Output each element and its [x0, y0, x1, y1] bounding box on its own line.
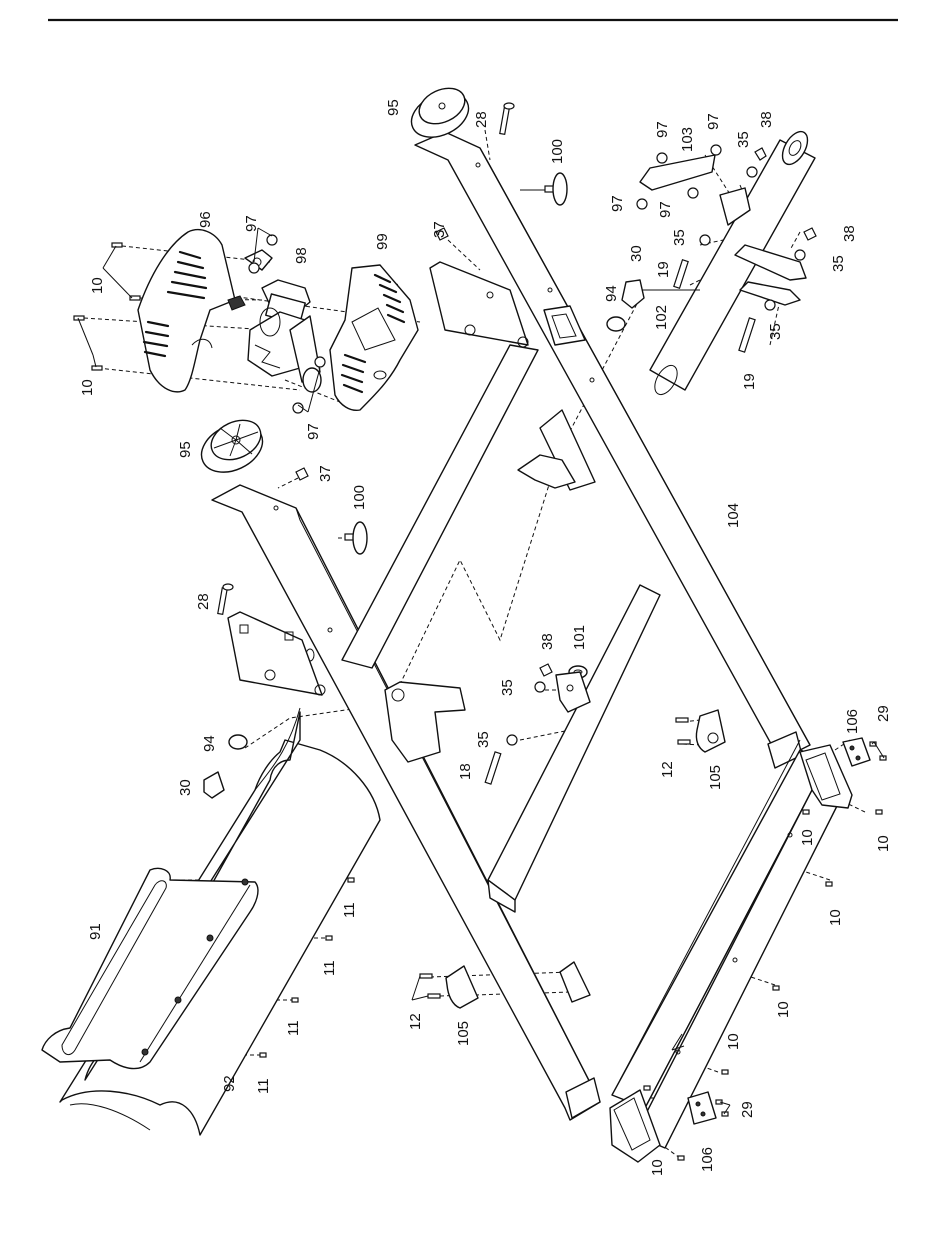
callout-91: 91 — [87, 923, 104, 940]
callout-35-b: 35 — [671, 229, 688, 246]
callout-19-b: 19 — [741, 373, 758, 390]
callout-102: 102 — [653, 305, 670, 330]
callout-10-frame-c: 10 — [827, 909, 844, 926]
callout-95-lower: 95 — [177, 441, 194, 458]
callout-97-c: 97 — [609, 195, 626, 212]
callout-100-lower: 100 — [351, 485, 368, 510]
leveling-foot-upper — [520, 173, 567, 205]
callout-12-lower: 12 — [407, 1013, 424, 1030]
callout-106-lower: 106 — [699, 1147, 716, 1172]
callout-10-frame-f: 10 — [649, 1159, 666, 1176]
callout-35-f: 35 — [475, 731, 492, 748]
callout-97-a: 97 — [654, 121, 671, 138]
callout-98: 98 — [293, 247, 310, 264]
callout-100-upper: 100 — [549, 139, 566, 164]
callout-103: 103 — [679, 127, 696, 152]
callout-96: 96 — [197, 211, 214, 228]
callout-35-a: 35 — [735, 131, 752, 148]
callout-94-lower: 94 — [201, 735, 218, 752]
callout-97-d: 97 — [657, 201, 674, 218]
callout-10-hood-b: 10 — [79, 379, 96, 396]
callout-28-upper: 28 — [473, 111, 490, 128]
callout-29-upper: 29 — [875, 705, 892, 722]
callout-10-frame-d: 10 — [775, 1001, 792, 1018]
end-cap-106-upper — [843, 738, 870, 766]
callout-94-upper: 94 — [603, 285, 620, 302]
callout-35-d: 35 — [767, 323, 784, 340]
callout-97-f: 97 — [305, 423, 322, 440]
motor-hood-96 — [138, 230, 235, 392]
callout-35-c: 35 — [830, 255, 847, 272]
callout-10-frame-b: 10 — [875, 835, 892, 852]
callout-38-b: 38 — [841, 225, 858, 242]
callout-10-frame-a: 10 — [799, 829, 816, 846]
callout-11-d: 11 — [255, 1078, 272, 1094]
callout-30-upper: 30 — [628, 245, 645, 262]
callout-11-c: 11 — [285, 1020, 302, 1036]
callout-95-upper: 95 — [385, 99, 402, 116]
callout-104: 104 — [725, 503, 742, 528]
bracket-105-upper — [696, 710, 725, 752]
callout-18: 18 — [457, 763, 474, 780]
callout-11-a: 11 — [341, 902, 358, 918]
callout-12-upper: 12 — [659, 761, 676, 778]
callout-11-b: 11 — [321, 960, 338, 976]
callout-105-lower: 105 — [455, 1021, 472, 1046]
callout-35-e: 35 — [499, 679, 516, 696]
callout-19-a: 19 — [655, 261, 672, 278]
callout-106-upper: 106 — [844, 709, 861, 734]
callout-37-lower: 37 — [317, 465, 334, 482]
callout-101: 101 — [571, 625, 588, 650]
callout-28-lower: 28 — [195, 593, 212, 610]
rear-wheel-lower — [194, 413, 271, 482]
motor-base-99 — [330, 265, 418, 410]
callout-92: 92 — [221, 1075, 238, 1092]
callout-10-hood-a: 10 — [89, 277, 106, 294]
callout-99: 99 — [374, 233, 391, 250]
callout-97-e: 97 — [243, 215, 260, 232]
rear-base-frame — [610, 740, 852, 1162]
callout-29-lower: 29 — [739, 1101, 756, 1118]
callout-10-frame-e: 10 — [725, 1033, 742, 1050]
callout-30-lower: 30 — [177, 779, 194, 796]
end-cap-106-lower — [688, 1092, 716, 1124]
callout-97-b: 97 — [705, 113, 722, 130]
callout-105-upper: 105 — [707, 765, 724, 790]
callout-37-upper: 37 — [431, 221, 448, 238]
leveling-foot-lower — [345, 522, 367, 554]
drive-motor-98 — [228, 250, 321, 392]
front-wheel-upper — [404, 81, 475, 145]
callout-38-a: 38 — [758, 111, 775, 128]
callout-38-c: 38 — [539, 633, 556, 650]
